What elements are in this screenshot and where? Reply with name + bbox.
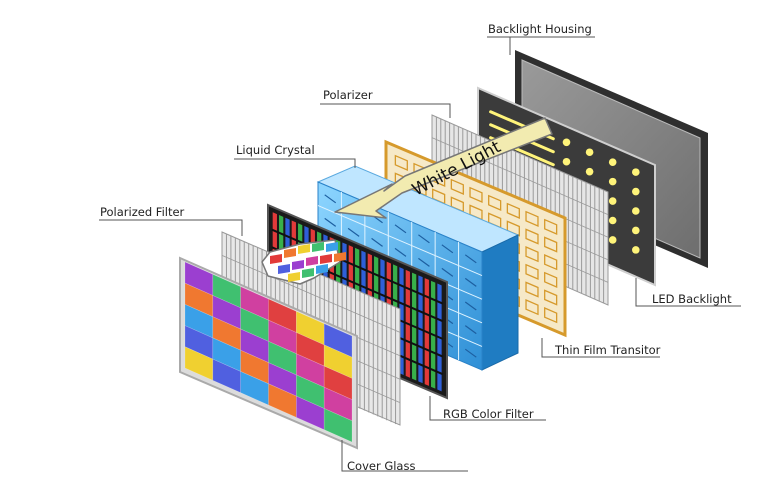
liquid-crystal-label: Liquid Crystal: [236, 143, 315, 157]
tft-cell: [544, 218, 558, 235]
tft-cell: [525, 299, 539, 316]
polarized-filter-label: Polarized Filter: [100, 205, 185, 219]
tft-cell: [525, 281, 539, 298]
lc-molecule: [371, 237, 383, 247]
leader-lines: [99, 36, 741, 472]
tft-cell: [544, 254, 558, 271]
lc-molecule: [418, 234, 430, 244]
tft-cell: [506, 220, 520, 237]
color-arrow-cell: [298, 244, 310, 254]
lc-molecule: [394, 224, 407, 234]
color-arrow-cell: [284, 248, 296, 258]
color-arrow-cell: [306, 256, 318, 266]
led-dot: [585, 167, 594, 176]
tft-cell: [525, 263, 539, 280]
lc-molecule: [324, 217, 337, 227]
tft-cell: [544, 289, 558, 306]
led-dot: [632, 187, 640, 196]
lc-molecule: [464, 325, 477, 335]
color-arrow-cell: [278, 264, 290, 274]
cover-glass-label: Cover Glass: [347, 459, 416, 473]
color-arrow-cell: [270, 254, 282, 264]
tft-cell: [488, 194, 502, 211]
polarized-filter-line: [221, 255, 401, 333]
color-arrow-cell: [334, 252, 346, 262]
colored-light-arrow: [261, 239, 346, 285]
lc-molecule: [464, 277, 477, 287]
lc-molecule: [347, 227, 360, 237]
rgb-row-divider: [271, 228, 444, 305]
lc-molecule: [464, 254, 477, 264]
lc-molecule: [464, 301, 477, 311]
cover-glass-cell: [323, 408, 353, 443]
lc-molecule: [441, 244, 454, 254]
led-dot: [608, 236, 617, 244]
led-dot: [632, 168, 640, 176]
polarizer-label: Polarizer: [323, 88, 373, 102]
led-dot: [632, 226, 640, 235]
lc-molecule: [324, 194, 337, 204]
rgb-color-filter-label: RGB Color Filter: [443, 407, 534, 421]
color-arrow-cell: [326, 242, 338, 252]
tft-cell: [544, 271, 558, 288]
led-dot: [632, 246, 640, 254]
thin-film-transistor-label: Thin Film Transitor: [555, 343, 661, 357]
led-dot: [632, 207, 640, 215]
color-arrow-cell: [292, 260, 304, 270]
tft-cell: [394, 154, 408, 171]
tft-cell: [450, 178, 464, 195]
led-dot: [562, 157, 571, 166]
color-arrow-cell: [302, 268, 314, 278]
led-dot: [608, 197, 617, 205]
tft-cell: [525, 228, 539, 245]
led-dot: [608, 216, 617, 225]
tft-cell: [525, 210, 539, 227]
led-dot: [608, 158, 617, 166]
cover-glass-cells: [184, 261, 353, 443]
polarizer-line: [431, 137, 609, 215]
lc-cell-line: [317, 205, 483, 277]
lc-molecule: [418, 257, 430, 267]
backlight-housing-label: Backlight Housing: [488, 22, 592, 36]
tft-cell: [544, 307, 558, 324]
lc-molecule: [464, 348, 477, 358]
tft-cell: [506, 202, 520, 219]
lc-molecule: [394, 247, 407, 257]
tft-cell: [525, 246, 539, 263]
led-dot: [608, 177, 617, 186]
tft-cell: [469, 186, 483, 203]
color-arrow-cell: [320, 254, 332, 264]
cover-glass-layer: [179, 256, 358, 450]
led-backlight-label: LED Backlight: [652, 292, 732, 306]
color-arrow-cell: [316, 264, 328, 274]
led-dot: [585, 148, 594, 157]
tft-cell: [544, 236, 558, 253]
lc-molecule: [441, 267, 454, 277]
led-dot: [562, 138, 571, 147]
color-arrow-cell: [312, 242, 324, 252]
color-arrow-cell: [288, 272, 300, 282]
